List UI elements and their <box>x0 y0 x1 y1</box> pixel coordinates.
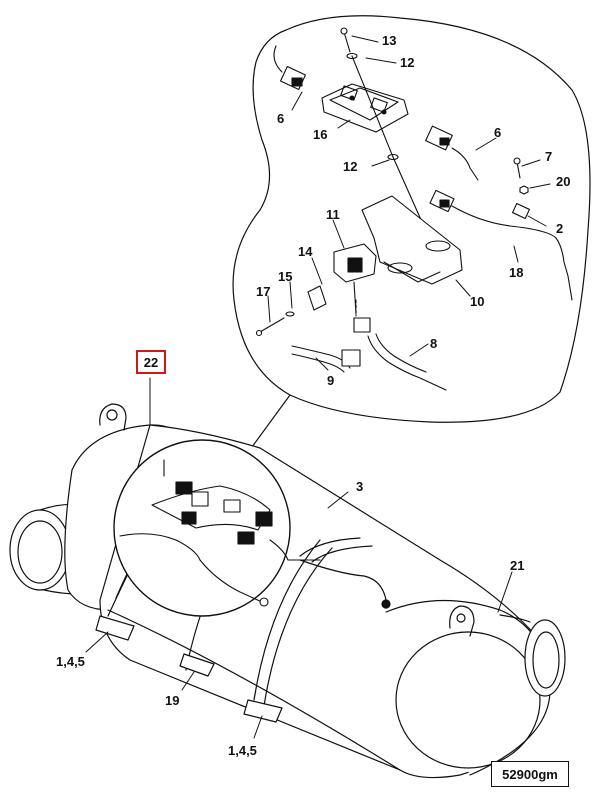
callout-6-right: 6 <box>494 125 502 140</box>
callout-16: 16 <box>313 127 328 142</box>
magnified-sensors <box>119 459 321 607</box>
callout-1-4-5-left: 1,4,5 <box>56 654 85 669</box>
callout-12-lower: 12 <box>343 159 358 174</box>
callout-2: 2 <box>556 221 564 236</box>
callout-21: 21 <box>510 558 525 573</box>
callout-14: 14 <box>298 244 313 259</box>
callout-19: 19 <box>165 693 180 708</box>
callout-9: 9 <box>327 373 335 388</box>
detail-connector-line <box>251 394 291 448</box>
callout-12-top: 12 <box>400 55 415 70</box>
callout-13: 13 <box>382 33 397 48</box>
callout-3: 3 <box>356 479 364 494</box>
main-leader-lines <box>85 377 513 739</box>
detail-view-outline <box>232 15 591 423</box>
callout-20: 20 <box>556 174 571 189</box>
callout-18: 18 <box>509 265 524 280</box>
magnifier-circle <box>113 439 291 617</box>
callout-17: 17 <box>256 284 271 299</box>
callout-6-left: 6 <box>277 111 285 126</box>
callout-10: 10 <box>470 294 485 309</box>
exhaust-body <box>9 403 566 779</box>
callout-15: 15 <box>278 269 293 284</box>
callout-8: 8 <box>430 336 438 351</box>
figure-reference: 52900gm <box>491 761 569 787</box>
callout-22-highlighted: 22 <box>136 350 166 374</box>
exploded-parts <box>255 27 573 391</box>
callout-7: 7 <box>545 149 553 164</box>
callout-11: 11 <box>326 207 340 222</box>
detail-leader-lines <box>267 35 551 371</box>
callout-1-4-5-bottom: 1,4,5 <box>228 743 257 758</box>
